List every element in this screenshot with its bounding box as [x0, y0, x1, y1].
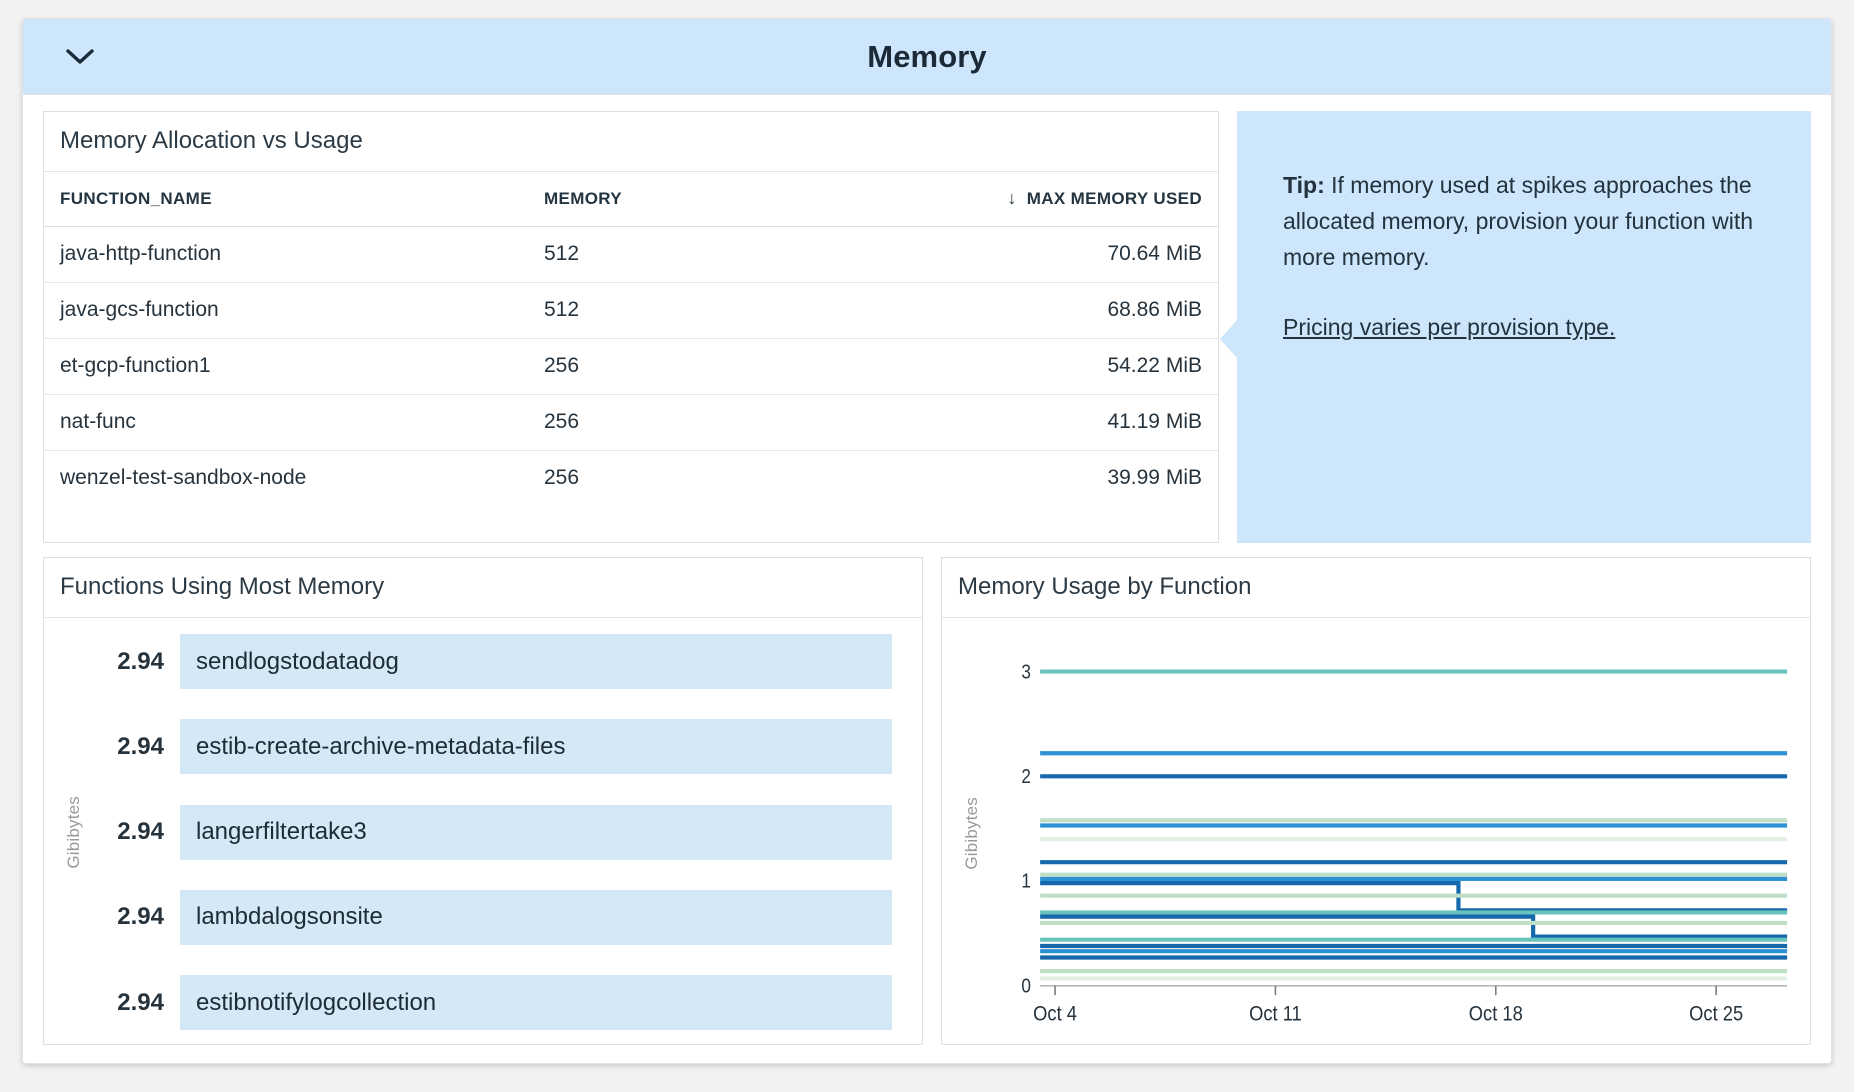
cell-memory: 512 — [528, 282, 858, 339]
table-row[interactable]: et-gcp-function1 256 54.22 MiB — [44, 338, 1218, 395]
bar-fill: estibnotifylogcollection — [180, 975, 892, 1030]
column-header-max-memory-used[interactable]: ↓ MAX MEMORY USED — [858, 172, 1218, 227]
table-head: FUNCTION_NAME MEMORY ↓ MAX MEMORY USED — [44, 172, 1218, 227]
bar-row[interactable]: 2.94 lambdalogsonsite — [94, 889, 892, 945]
bar-value: 2.94 — [117, 818, 164, 845]
bar-value: 2.94 — [117, 988, 164, 1016]
bar-track: estibnotifylogcollection — [180, 975, 892, 1030]
cell-memory: 512 — [528, 226, 858, 283]
cell-max-memory-used: 39.99 MiB — [1107, 466, 1202, 489]
cell-function-name: nat-func — [44, 394, 528, 451]
functions-using-most-memory-widget: Functions Using Most Memory Gibibytes 2.… — [43, 557, 923, 1045]
bar-chart-area: Gibibytes 2.94 sendlogstodatadog — [44, 618, 922, 1044]
cell-function-name: java-http-function — [44, 226, 528, 283]
table-row[interactable]: nat-func 256 41.19 MiB — [44, 394, 1218, 451]
bar-value: 2.94 — [117, 903, 164, 931]
sort-descending-icon: ↓ — [1007, 188, 1017, 208]
bar-track: estib-create-archive-metadata-files — [180, 719, 892, 775]
tip-body: If memory used at spikes approaches the … — [1283, 172, 1754, 270]
table-row[interactable]: wenzel-test-sandbox-node 256 39.99 MiB — [44, 451, 1218, 507]
bar-label: sendlogstodatadog — [196, 647, 399, 675]
cell-max-memory-used: 68.86 MiB — [858, 282, 1218, 339]
bar-label: langerfiltertake3 — [196, 818, 367, 845]
table-body: java-http-function 512 70.64 MiB java-gc… — [44, 226, 1218, 507]
pricing-link[interactable]: Pricing varies per provision type. — [1283, 314, 1616, 340]
x-axis-tick-label: Oct 4 — [1033, 1002, 1077, 1026]
cell-memory: 256 — [528, 394, 858, 451]
cell-function-name: et-gcp-function1 — [44, 338, 528, 395]
column-header-function-name-label: FUNCTION_NAME — [60, 188, 212, 208]
cell-max-memory-used: 41.19 MiB — [858, 394, 1218, 451]
bar-chart-axis-label: Gibibytes — [64, 795, 83, 869]
bar-label: lambdalogsonsite — [196, 903, 383, 931]
line-chart-axis-label: Gibibytes — [962, 796, 981, 870]
table-header-row: FUNCTION_NAME MEMORY ↓ MAX MEMORY USED — [44, 172, 1218, 227]
cell-max-memory-used: 70.64 MiB — [858, 226, 1218, 283]
cell-function-name: java-gcs-function — [44, 282, 528, 339]
x-axis-tick-label: Oct 18 — [1469, 1002, 1523, 1026]
chevron-down-glyph — [66, 48, 94, 64]
bar-fill: sendlogstodatadog — [180, 634, 892, 689]
bar-fill: lambdalogsonsite — [180, 889, 892, 945]
x-axis-tick-label: Oct 11 — [1249, 1002, 1302, 1026]
bar-value: 2.94 — [117, 732, 164, 760]
bar-fill: estib-create-archive-metadata-files — [180, 719, 892, 775]
y-axis-tick-label: 0 — [1021, 974, 1031, 997]
memory-usage-by-function-title: Memory Usage by Function — [942, 558, 1810, 618]
column-header-function-name[interactable]: FUNCTION_NAME — [44, 172, 528, 227]
bar-list: 2.94 sendlogstodatadog 2.94 — [94, 634, 892, 1030]
cell-max-memory-used: 54.22 MiB — [858, 338, 1218, 395]
tip-label: Tip: — [1283, 172, 1325, 198]
bar-label: estib-create-archive-metadata-files — [196, 732, 566, 760]
bar-value: 2.94 — [117, 647, 164, 675]
bar-row[interactable]: 2.94 estib-create-archive-metadata-files — [94, 719, 892, 775]
panel-header: Memory — [23, 19, 1831, 95]
memory-allocation-title: Memory Allocation vs Usage — [44, 112, 1218, 172]
column-header-memory[interactable]: MEMORY — [528, 172, 858, 227]
y-axis-tick-label: 3 — [1021, 660, 1031, 683]
bar-row[interactable]: 2.94 langerfiltertake3 — [94, 804, 892, 860]
bottom-row: Functions Using Most Memory Gibibytes 2.… — [43, 557, 1811, 1045]
memory-panel-card: Memory Memory Allocation vs Usage FUNCTI… — [22, 18, 1832, 1064]
memory-allocation-widget: Memory Allocation vs Usage FUNCTION_NAME… — [43, 111, 1219, 543]
chevron-down-icon[interactable] — [63, 40, 97, 74]
bar-fill: langerfiltertake3 — [180, 804, 892, 860]
tip-callout: Tip: If memory used at spikes approaches… — [1220, 111, 1811, 543]
functions-using-most-memory-title: Functions Using Most Memory — [44, 558, 922, 618]
table-row[interactable]: java-gcs-function 512 68.86 MiB — [44, 282, 1218, 339]
bar-row[interactable]: 2.94 sendlogstodatadog — [94, 634, 892, 689]
bar-label: estibnotifylogcollection — [196, 988, 437, 1016]
cell-memory: 256 — [528, 338, 858, 395]
tip-text: Tip: If memory used at spikes approaches… — [1283, 167, 1767, 275]
y-axis-tick-label: 1 — [1021, 869, 1031, 892]
column-header-max-memory-used-label: MAX MEMORY USED — [1026, 189, 1202, 208]
memory-allocation-table: FUNCTION_NAME MEMORY ↓ MAX MEMORY USED — [44, 172, 1218, 506]
bar-track: langerfiltertake3 — [180, 804, 892, 860]
page-title: Memory — [867, 38, 987, 74]
x-axis-tick-label: Oct 25 — [1689, 1002, 1743, 1026]
bar-track: sendlogstodatadog — [180, 634, 892, 689]
cell-memory: 256 — [544, 466, 580, 489]
table-row[interactable]: java-http-function 512 70.64 MiB — [44, 226, 1218, 283]
y-axis-tick-label: 2 — [1021, 765, 1031, 788]
bar-row[interactable]: 2.94 estibnotifylogcollection — [94, 975, 892, 1030]
cell-function-name: wenzel-test-sandbox-node — [60, 466, 307, 489]
top-row: Memory Allocation vs Usage FUNCTION_NAME… — [43, 111, 1811, 543]
bar-track: lambdalogsonsite — [180, 889, 892, 945]
column-header-memory-label: MEMORY — [544, 188, 622, 208]
panel-body: Memory Allocation vs Usage FUNCTION_NAME… — [23, 95, 1831, 1063]
chart-series-line — [1040, 917, 1787, 937]
